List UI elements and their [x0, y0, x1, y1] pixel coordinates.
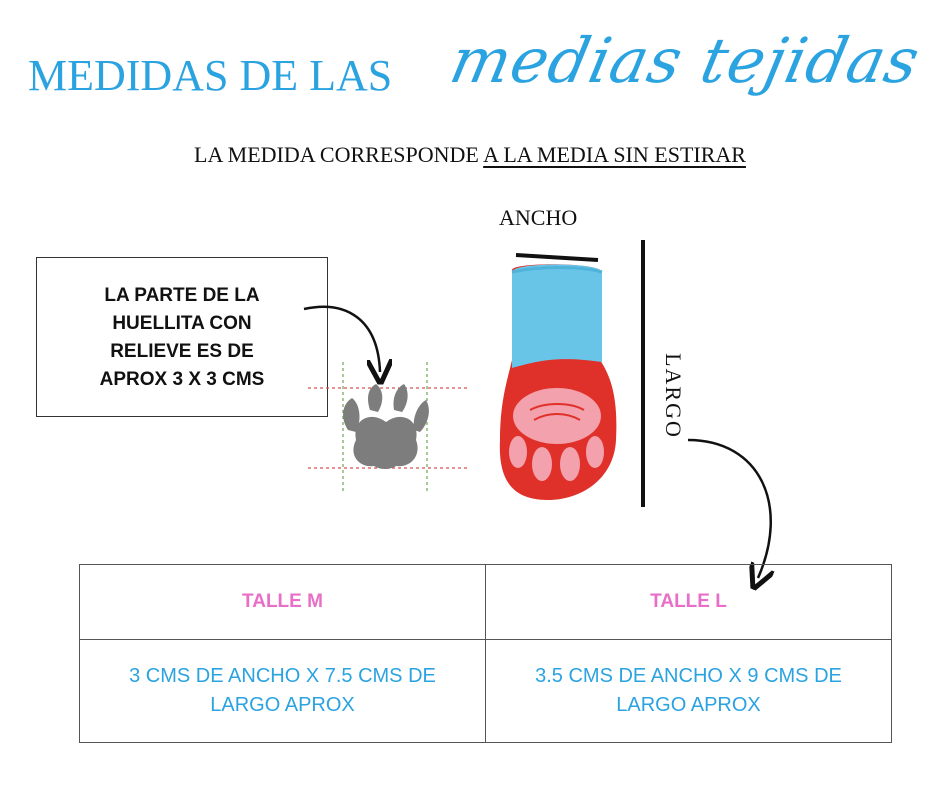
title-caps: MEDIDAS DE LAS: [28, 51, 393, 100]
subtitle-part1: LA MEDIDA CORRESPONDE: [194, 142, 484, 167]
paw-print-icon: [343, 384, 429, 469]
size-m-desc: 3 CMS DE ANCHO X 7.5 CMS DE LARGO APROX: [79, 639, 486, 743]
subtitle: LA MEDIDA CORRESPONDE A LA MEDIA SIN EST…: [0, 142, 940, 168]
subtitle-part2: A LA MEDIA SIN ESTIRAR: [483, 142, 746, 167]
note-box: LA PARTE DE LA HUELLITA CON RELIEVE ES D…: [36, 257, 328, 417]
note-text: LA PARTE DE LA HUELLITA CON RELIEVE ES D…: [99, 285, 265, 390]
size-l-header: TALLE L: [485, 564, 892, 640]
size-l-desc: 3.5 CMS DE ANCHO X 9 CMS DE LARGO APROX: [485, 639, 892, 743]
size-m-header: TALLE M: [79, 564, 486, 640]
curved-arrow-icon: [303, 305, 380, 372]
ancho-label: ANCHO: [499, 205, 578, 230]
curved-arrow-icon: [687, 438, 771, 578]
size-table-body-row: 3 CMS DE ANCHO X 7.5 CMS DE LARGO APROX …: [79, 639, 892, 743]
ancho-line: [515, 253, 599, 262]
size-table: TALLE M TALLE L 3 CMS DE ANCHO X 7.5 CMS…: [79, 564, 892, 743]
sock-illustration: [499, 264, 617, 500]
title: MEDIDAS DE LAS medias tejidas: [0, 18, 940, 118]
size-table-header-row: TALLE M TALLE L: [79, 564, 892, 640]
